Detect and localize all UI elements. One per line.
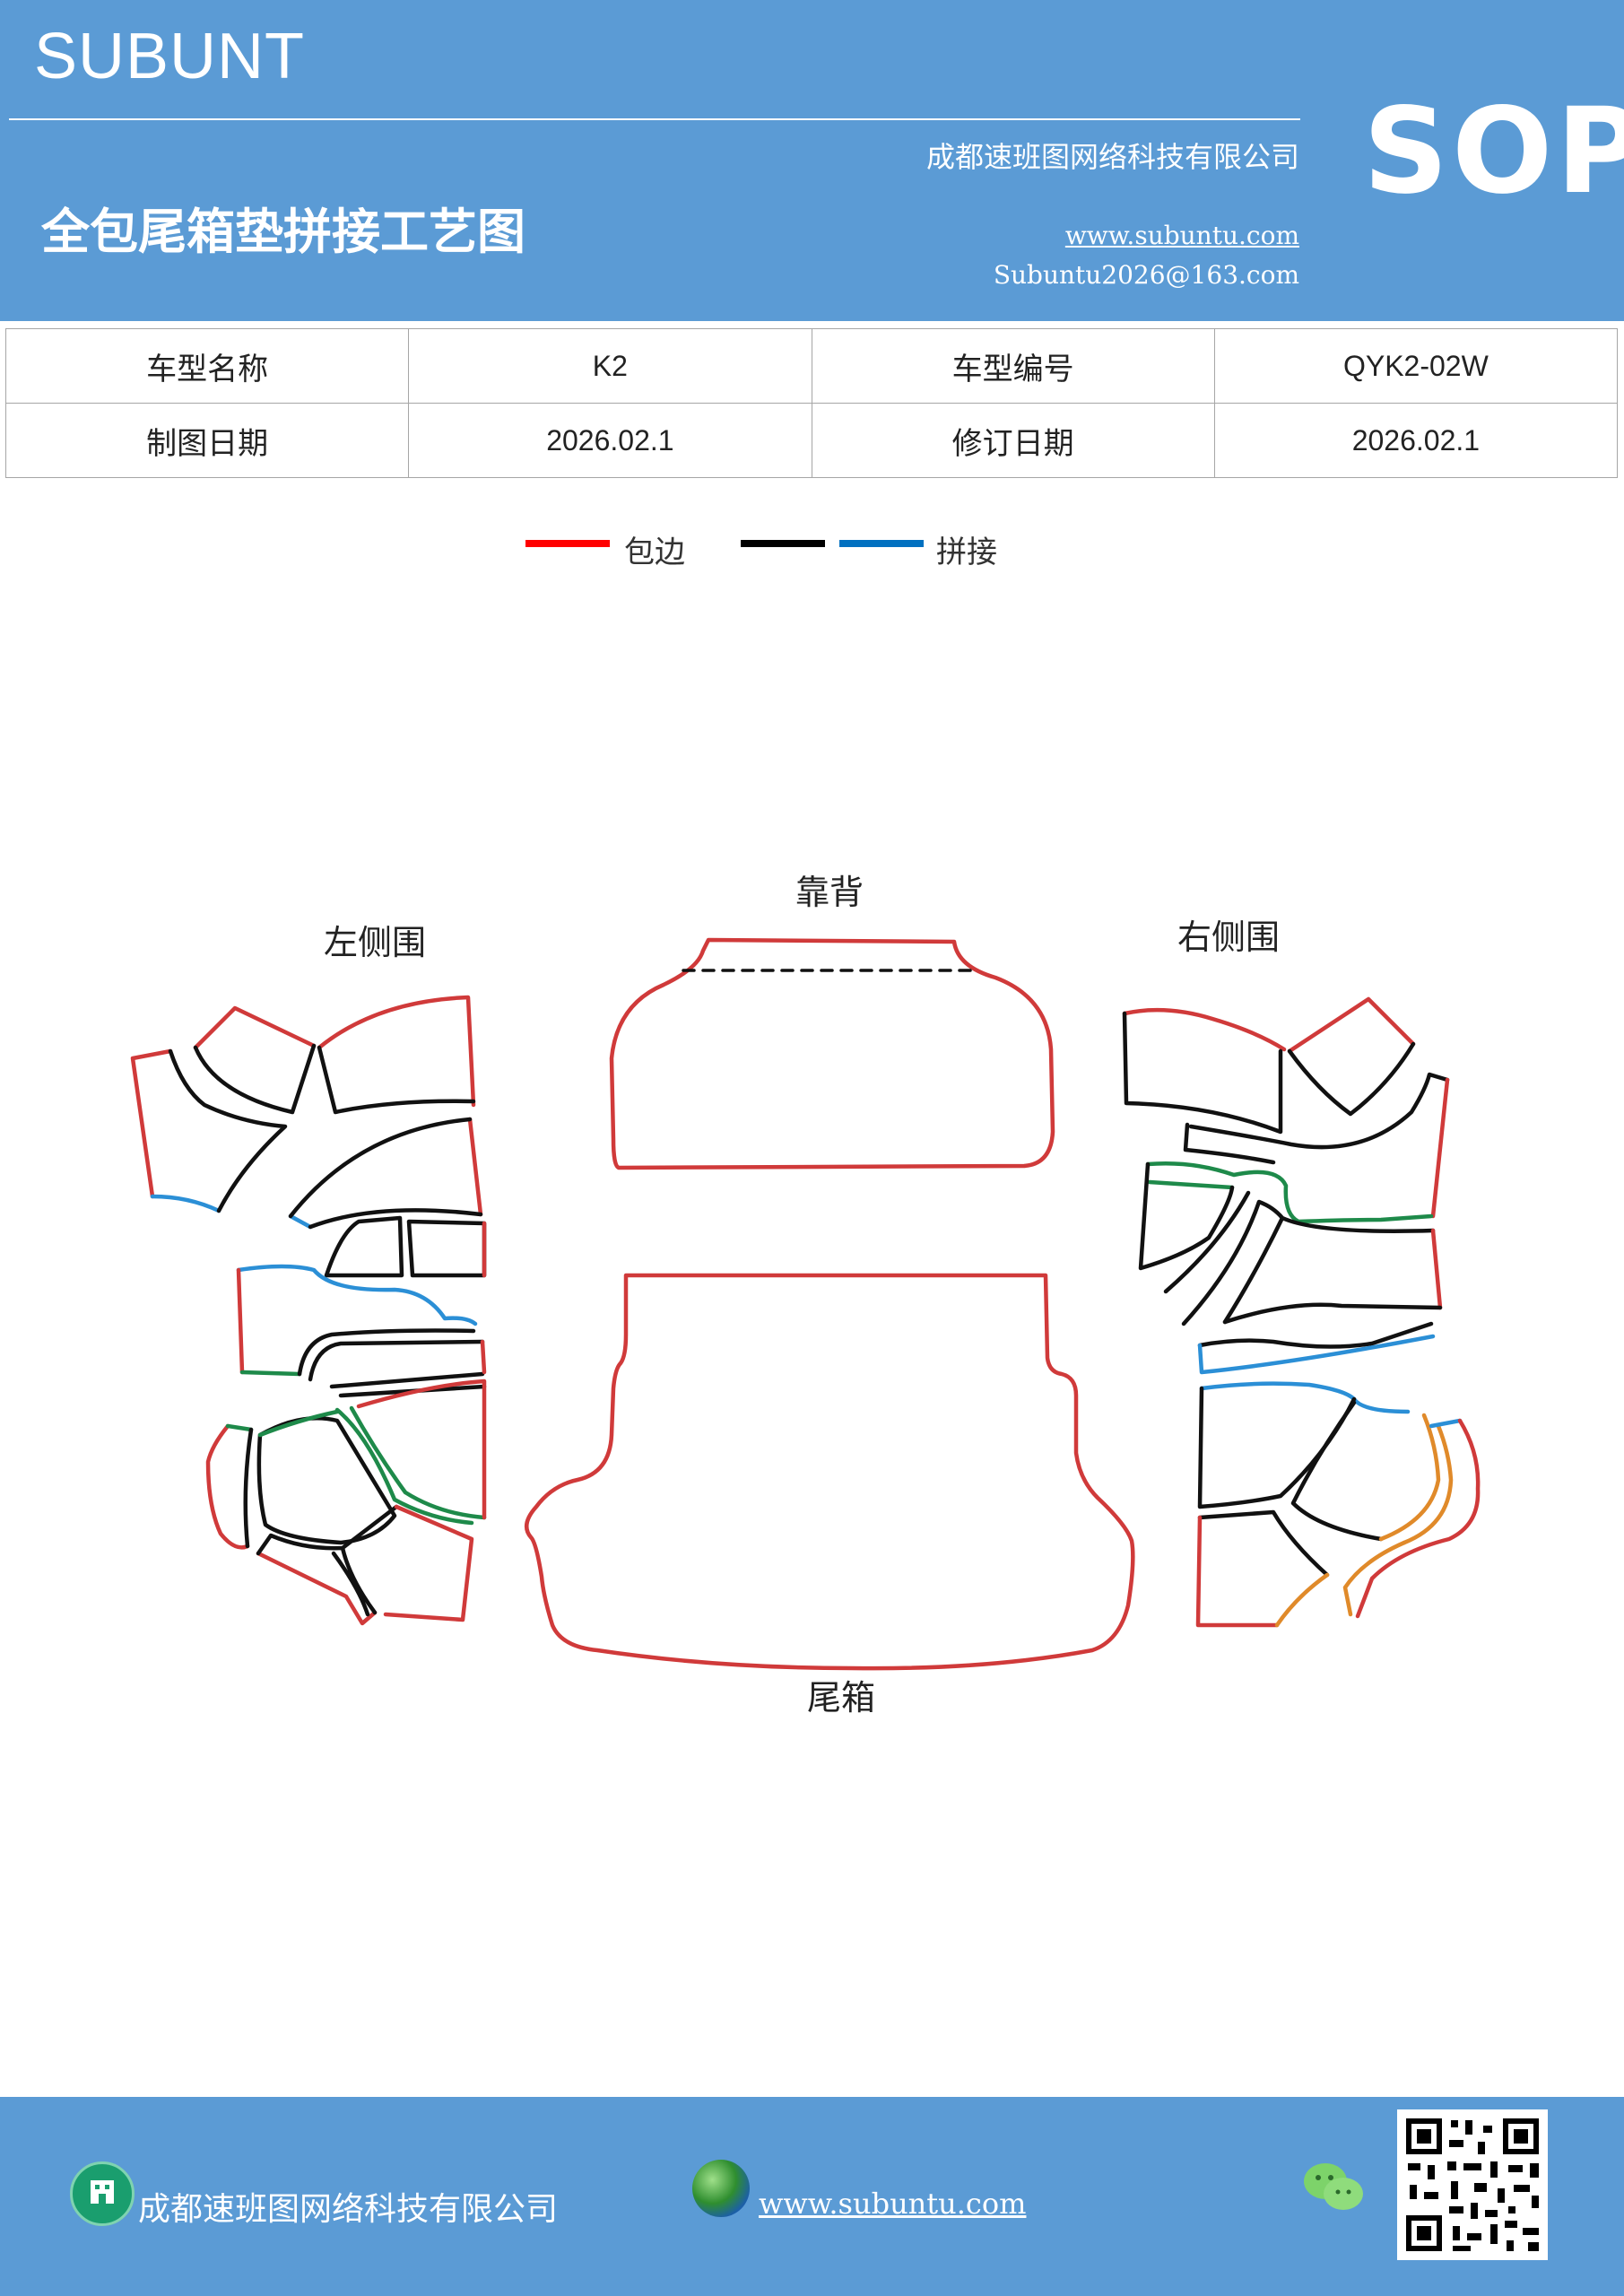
right-orange-4 (1274, 1572, 1330, 1628)
left-side-panel (130, 995, 487, 1626)
right-green-1 (1145, 1161, 1434, 1224)
right-edge-3 (1430, 1077, 1450, 1219)
left-green-2 (225, 1423, 254, 1432)
left-green-1 (239, 1370, 302, 1377)
footer-website-link[interactable]: www.subuntu.com (759, 2187, 1027, 2221)
left-side-label: 左侧围 (324, 923, 426, 962)
left-edge-4 (467, 1117, 483, 1217)
right-seam-8 (1197, 1386, 1357, 1509)
mat-splice-diagram: 靠背 左侧围 右侧围 尾箱 (130, 873, 1481, 1718)
right-seam-1 (1122, 1011, 1283, 1135)
building-icon (70, 2161, 135, 2226)
left-edge-1 (130, 1048, 173, 1199)
revision-date-value: 2026.02.1 (1213, 403, 1619, 478)
sop-badge: SOP (1363, 83, 1624, 221)
left-green-3 (257, 1409, 340, 1438)
drawing-date-value: 2026.02.1 (408, 403, 812, 478)
model-code-value: QYK2-02W (1213, 328, 1619, 404)
drawing-date-label: 制图日期 (4, 403, 410, 478)
header-divider (9, 118, 1300, 120)
legend-label-edging: 包边 (624, 535, 685, 570)
left-seam-3 (317, 1045, 476, 1115)
brand-name: SUBUNT (34, 21, 306, 92)
left-edge-6 (236, 1267, 245, 1375)
trunk-piece (524, 1273, 1135, 1671)
legend-swatch-red (525, 540, 610, 547)
left-seam-7 (297, 1328, 476, 1377)
left-seam-1 (168, 1048, 288, 1213)
table-row: 车型名称 K2 车型编号 QYK2-02W (4, 328, 1619, 404)
right-edge-6 (1195, 1515, 1280, 1628)
left-splice-2 (288, 1213, 313, 1230)
right-seam-2 (1287, 1041, 1416, 1117)
left-edge-8 (205, 1423, 250, 1550)
left-seam-8 (308, 1339, 487, 1398)
left-edge-10 (256, 1551, 378, 1626)
left-edge-11 (383, 1504, 474, 1622)
backrest-label: 靠背 (795, 873, 864, 912)
model-name-label: 车型名称 (4, 328, 410, 404)
left-edge-2 (193, 1005, 317, 1050)
model-name-value: K2 (408, 328, 812, 404)
right-edge-4 (1430, 1228, 1443, 1310)
left-green-5 (349, 1405, 487, 1520)
company-name: 成都速班图网络科技有限公司 (925, 140, 1299, 174)
right-edge-2 (1287, 996, 1416, 1054)
left-seam-4 (288, 1117, 483, 1230)
trunk-outline (524, 1273, 1135, 1671)
footer-company-name: 成都速班图网络科技有限公司 (138, 2191, 559, 2228)
right-side-panel (1122, 996, 1481, 1628)
left-seam-9 (243, 1415, 397, 1549)
legend-swatch-black (741, 540, 825, 547)
footer-banner: 成都速班图网络科技有限公司 www.subuntu.com (0, 2097, 1624, 2296)
right-seam-6 (1222, 1302, 1443, 1325)
table-row: 制图日期 2026.02.1 修订日期 2026.02.1 (4, 403, 1619, 478)
website-link[interactable]: www.subuntu.com (1064, 221, 1299, 250)
right-seam-7 (1197, 1321, 1434, 1349)
legend-swatch-blue (839, 540, 924, 547)
header-banner: SUBUNT 成都速班图网络科技有限公司 全包尾箱垫拼接工艺图 www.subu… (0, 0, 1624, 321)
left-edge-7 (480, 1339, 487, 1375)
document-title: 全包尾箱垫拼接工艺图 (41, 203, 525, 260)
backrest-outline (609, 937, 1055, 1170)
right-seam-10 (1197, 1509, 1330, 1578)
left-edge-9 (356, 1378, 487, 1520)
left-seam-5 (324, 1215, 404, 1278)
right-seam-5 (1138, 1161, 1436, 1326)
right-seam-9 (1290, 1400, 1384, 1542)
wechat-icon (1304, 2163, 1363, 2210)
backrest-piece (609, 937, 1055, 1170)
left-seam-2 (193, 1043, 317, 1115)
qr-code[interactable] (1397, 2109, 1548, 2260)
line-legend: 包边 拼接 (0, 527, 1624, 572)
trunk-label: 尾箱 (807, 1678, 875, 1718)
right-orange-2 (1402, 1423, 1454, 1545)
right-seam-4 (1183, 1122, 1276, 1165)
globe-icon (692, 2160, 750, 2217)
left-edge-3 (317, 995, 476, 1108)
vehicle-info-table: 车型名称 K2 车型编号 QYK2-02W 制图日期 2026.02.1 修订日… (4, 328, 1619, 478)
model-code-label: 车型编号 (811, 328, 1215, 404)
right-splice-3 (1429, 1418, 1463, 1429)
right-edge-5 (1355, 1418, 1481, 1619)
right-green-2 (1147, 1179, 1235, 1190)
right-orange-1 (1378, 1413, 1441, 1542)
right-edge-1 (1122, 1007, 1287, 1052)
right-orange-3 (1342, 1540, 1407, 1617)
right-splice-2 (1199, 1381, 1411, 1414)
right-seam-3 (1188, 1072, 1450, 1150)
left-splice-1 (150, 1194, 221, 1213)
right-splice-1 (1197, 1334, 1436, 1375)
left-green-4 (334, 1407, 474, 1526)
left-seam-6 (406, 1219, 487, 1278)
right-side-label: 右侧围 (1177, 918, 1280, 957)
left-seam-10 (256, 1504, 399, 1617)
legend-label-splice: 拼接 (936, 535, 997, 570)
left-splice-3 (236, 1264, 478, 1326)
email-address: Subuntu2026@163.com (993, 260, 1299, 290)
revision-date-label: 修订日期 (811, 403, 1215, 478)
